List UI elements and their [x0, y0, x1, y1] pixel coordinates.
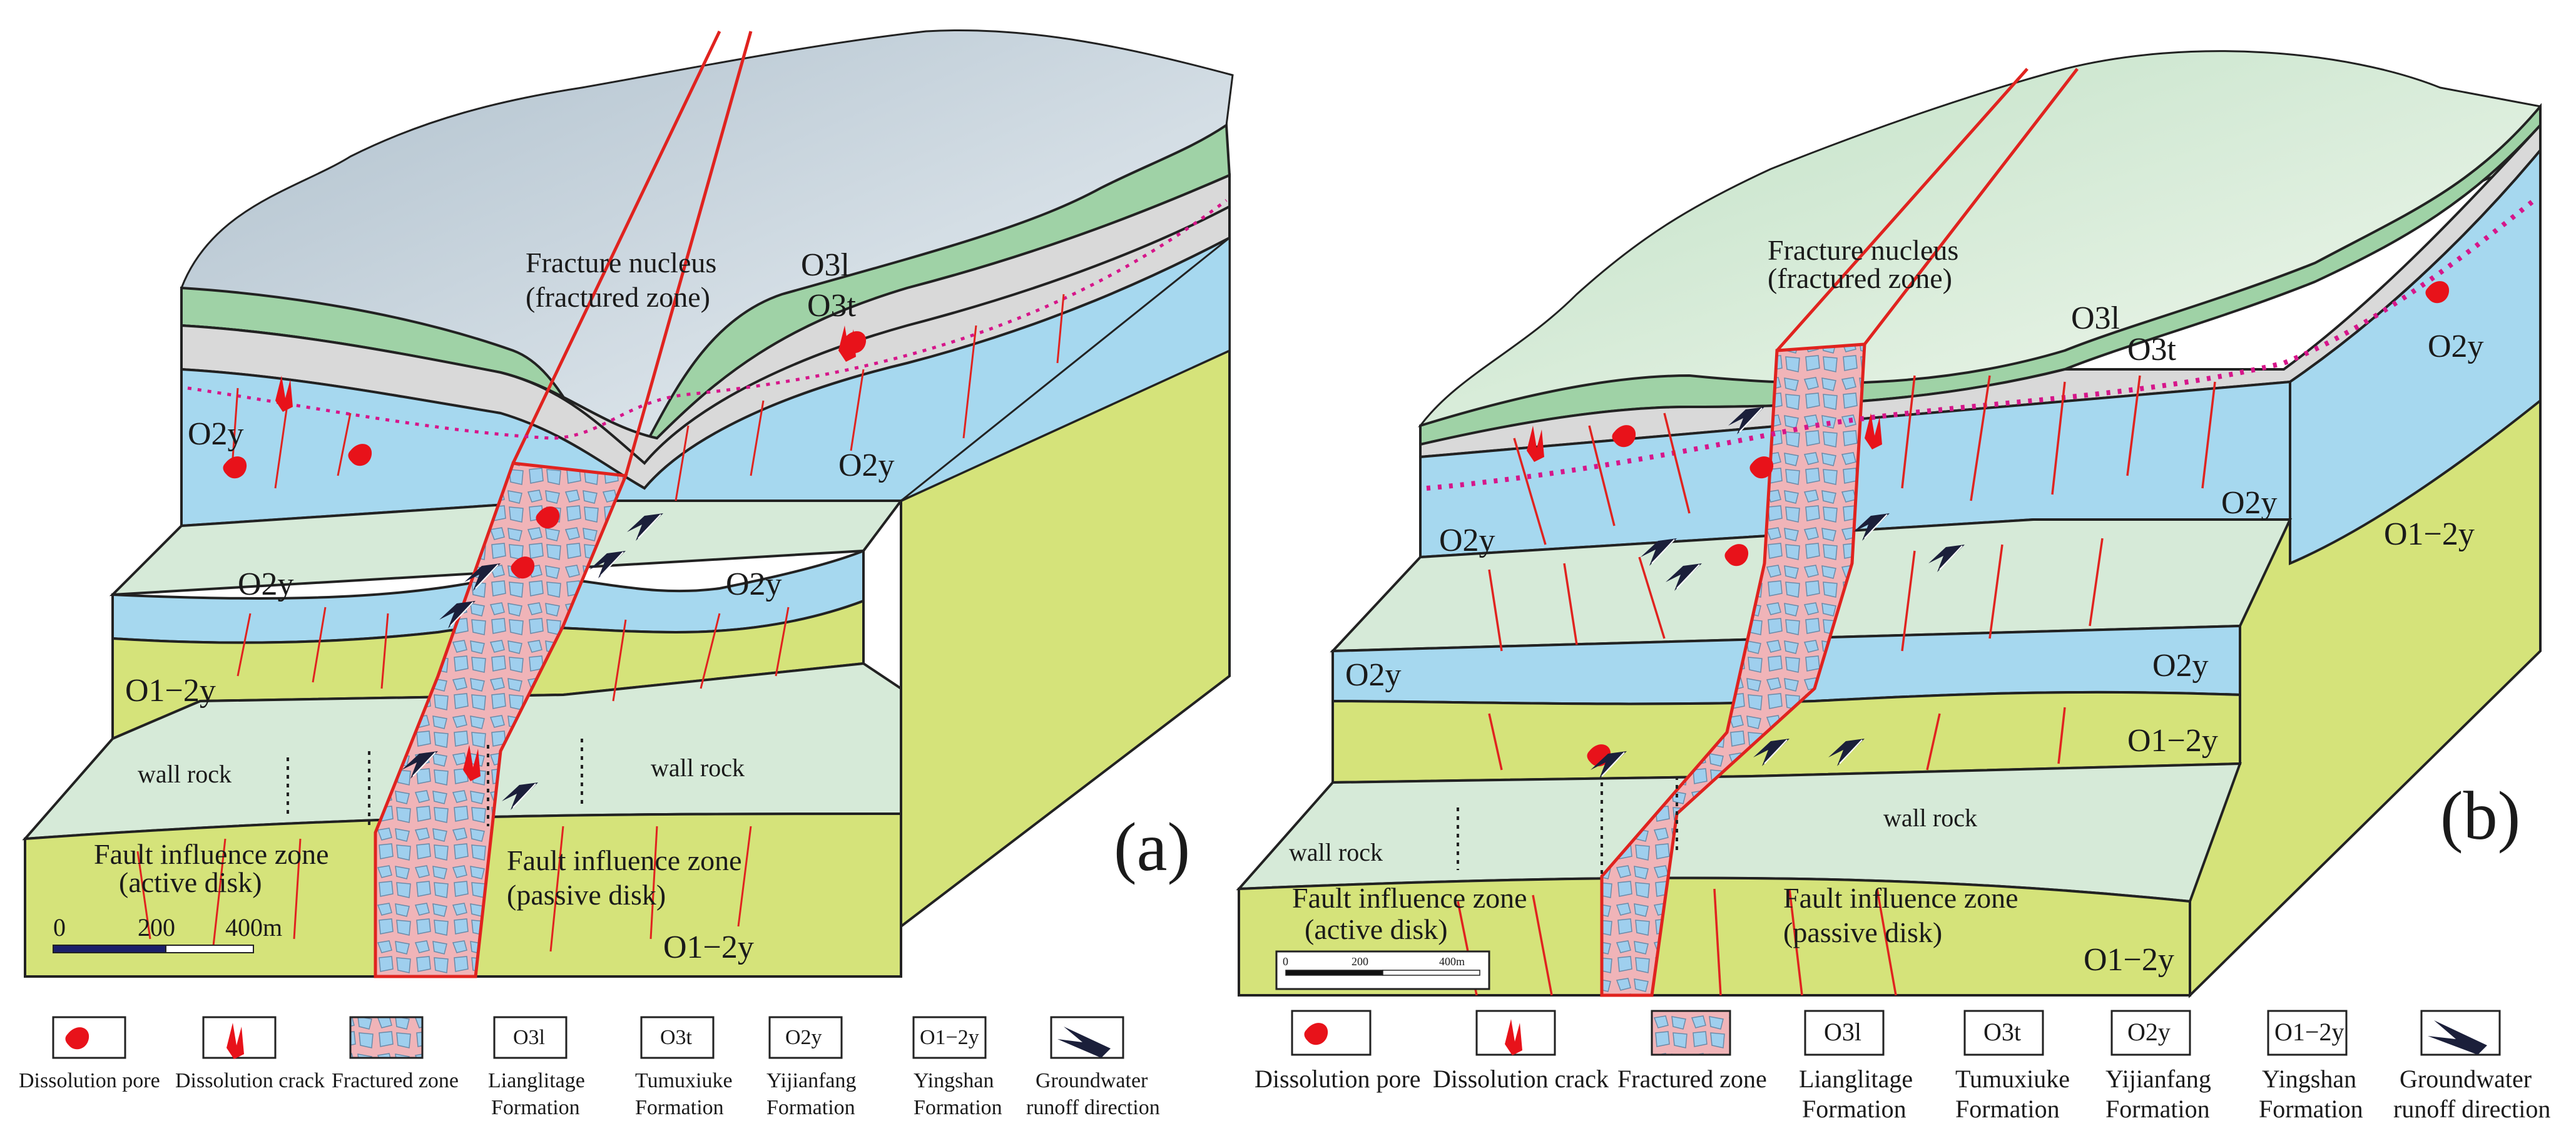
scale-label-200: 200	[138, 913, 175, 941]
legend-box	[493, 1016, 568, 1059]
legend-a-label-tumuxiuke-2: Formation	[635, 1096, 724, 1119]
panel-b-formation-o12y-middle: O1−2y	[2127, 723, 2218, 759]
legend-a-label-crack: Dissolution crack	[175, 1069, 325, 1092]
legend-b-symbol-o12y: O1−2y	[2274, 1018, 2344, 1046]
legend-b-symbol-o3t: O3t	[1983, 1018, 2021, 1046]
panel-b-fracture-nucleus-1: Fracture nucleus	[1768, 234, 1958, 266]
panel-a-fault-active-2: (active disk)	[119, 866, 262, 898]
panel-a-diagram: Fracture nucleus (fractured zone) O3l O3…	[22, 29, 1234, 978]
panel-b-wall-rock-right: wall rock	[1883, 804, 1977, 832]
legend-a-label-lianglitage-1: Lianglitage	[488, 1069, 585, 1092]
legend-b-symbol-o3l: O3l	[1824, 1018, 1861, 1046]
legend-box	[912, 1016, 987, 1059]
panel-b-formation-o12y-side: O1−2y	[2384, 516, 2475, 552]
panel-b-fault-active-2: (active disk)	[1305, 913, 1448, 945]
legend-a-symbol-o2y: O2y	[785, 1026, 822, 1049]
scale-label-0: 0	[53, 913, 66, 941]
panel-b-fracture-nucleus-2: (fractured zone)	[1768, 262, 1952, 294]
panel-a-wall-rock-left: wall rock	[138, 760, 232, 788]
legend-b-label-tumuxiuke-1: Tumuxiuke	[1955, 1065, 2070, 1093]
panel-a-label: (a)	[1114, 809, 1190, 885]
legend-a-label-groundwater-2: runoff direction	[1026, 1096, 1160, 1119]
panel-a-formation-o3l: O3l	[801, 247, 850, 283]
legend-b-label-lianglitage-1: Lianglitage	[1799, 1065, 1913, 1093]
legend-a-label-fractured: Fractured zone	[332, 1069, 459, 1092]
panel-a-scale-bar: 0 200 400m	[53, 913, 282, 953]
panel-b-fault-active-1: Fault influence zone	[1292, 882, 1527, 914]
scale-label-200: 200	[1352, 955, 1368, 968]
panel-b-formation-o12y-bottom: O1−2y	[2084, 942, 2174, 978]
legend-b-label-yingshan-1: Yingshan	[2262, 1065, 2356, 1093]
legend-a-label-yingshan-2: Formation	[914, 1096, 1002, 1119]
fractured-zone-icon	[1651, 1010, 1731, 1056]
panel-b-diagram: Fracture nucleus (fractured zone) O3l O3…	[1236, 50, 2542, 998]
legend-box	[768, 1016, 843, 1059]
legend-a-label-yingshan-1: Yingshan	[914, 1069, 994, 1092]
panel-b-formation-o2y-right: O2y	[2221, 485, 2278, 521]
panel-a-formation-o2y-step-right: O2y	[726, 566, 782, 602]
panel-a-fracture-nucleus-1: Fracture nucleus	[526, 247, 716, 279]
panel-a-formation-o2y-step-left: O2y	[238, 566, 294, 602]
legend-box	[640, 1016, 715, 1059]
legend-a-label-lianglitage-2: Formation	[491, 1096, 580, 1119]
legend-a-label-yijianfang-1: Yijianfang	[766, 1069, 857, 1092]
legend-b-label-yijianfang-1: Yijianfang	[2105, 1065, 2211, 1093]
legend-b-label-groundwater-1: Groundwater	[2400, 1065, 2532, 1093]
panel-b-formation-o2y-side: O2y	[2428, 329, 2484, 364]
legend-b-label-groundwater-2: runoff direction	[2393, 1095, 2550, 1123]
panel-a-fracture-nucleus-2: (fractured zone)	[526, 281, 710, 313]
scale-label-0: 0	[1283, 955, 1288, 968]
legend-b-label-pore: Dissolution pore	[1255, 1065, 1421, 1093]
legend-a-symbol-o12y: O1−2y	[920, 1026, 979, 1049]
panel-a-fault-passive-1: Fault influence zone	[507, 844, 742, 876]
scale-label-400: 400m	[225, 913, 282, 941]
panel-b-formation-o2y-step-right: O2y	[2152, 648, 2209, 684]
legend-box	[2267, 1010, 2348, 1056]
legend-a-label-pore: Dissolution pore	[19, 1069, 160, 1092]
legend-a-label-tumuxiuke-1: Tumuxiuke	[635, 1069, 733, 1092]
legend-a-label-groundwater-1: Groundwater	[1036, 1069, 1148, 1092]
panel-a-formation-o12y-middle: O1−2y	[125, 673, 216, 709]
panel-b-fault-passive-1: Fault influence zone	[1783, 882, 2019, 914]
legend-box	[1804, 1010, 1885, 1056]
panel-b-wall-rock-left: wall rock	[1289, 838, 1383, 866]
panel-a-formation-o3t: O3t	[807, 288, 857, 324]
legend-b-symbol-o2y: O2y	[2127, 1018, 2171, 1046]
legend-box	[1963, 1010, 2044, 1056]
panel-b-scale-bar: 0 200 400m	[1275, 950, 1490, 990]
panel-b-formation-o3t: O3t	[2127, 332, 2177, 367]
panel-a-fault-passive-2: (passive disk)	[507, 879, 666, 911]
panel-a-fault-active-1: Fault influence zone	[94, 838, 329, 870]
panel-a-formation-o2y-right: O2y	[838, 448, 895, 483]
scale-label-400: 400m	[1439, 955, 1465, 968]
legend-b-label-lianglitage-2: Formation	[1802, 1095, 1907, 1123]
legend-b: Dissolution pore Dissolution crack Fract…	[1255, 1010, 2550, 1123]
panel-b-formation-o2y-step-left: O2y	[1345, 657, 1402, 693]
legend-b-label-tumuxiuke-2: Formation	[1955, 1095, 2060, 1123]
panel-a-wall-rock-right: wall rock	[651, 754, 745, 782]
panel-b-fault-passive-2: (passive disk)	[1783, 916, 1942, 948]
legend-a-symbol-o3l: O3l	[513, 1026, 545, 1049]
panel-a-formation-o12y-bottom: O1−2y	[663, 930, 754, 965]
legend-box	[1291, 1010, 1372, 1056]
legend-box	[52, 1016, 126, 1059]
groundwater-arrow-icon	[2428, 1020, 2487, 1055]
legend-a-symbol-o3t: O3t	[660, 1026, 693, 1049]
panel-b-formation-o3l: O3l	[2071, 300, 2120, 336]
panel-b-label: (b)	[2440, 777, 2520, 854]
legend-b-label-crack: Dissolution crack	[1433, 1065, 1609, 1093]
panel-a-formation-o2y-left: O2y	[188, 416, 244, 452]
panel-b-formation-o2y-left: O2y	[1439, 523, 1495, 558]
legend-a: Dissolution pore Dissolution crack Fract…	[19, 1016, 1160, 1119]
groundwater-arrow-icon	[1057, 1027, 1111, 1058]
legend-a-label-yijianfang-2: Formation	[766, 1096, 855, 1119]
legend-box	[2110, 1010, 2191, 1056]
legend-b-label-fractured: Fractured zone	[1617, 1065, 1767, 1093]
legend-b-label-yingshan-2: Formation	[2259, 1095, 2363, 1123]
legend-b-label-yijianfang-2: Formation	[2105, 1095, 2210, 1123]
fractured-zone-icon	[349, 1016, 424, 1059]
